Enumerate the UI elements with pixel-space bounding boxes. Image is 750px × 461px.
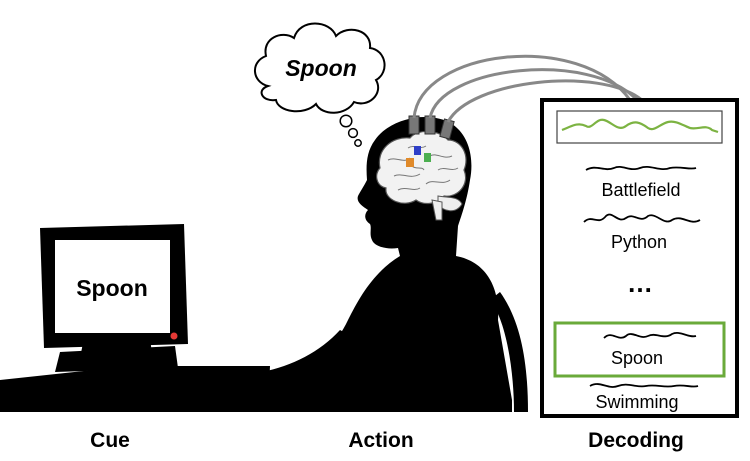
thought-word: Spoon — [285, 55, 357, 81]
monitor-screen — [55, 240, 170, 333]
caption-decoding: Decoding — [588, 429, 684, 452]
candidate-spoon: Spoon — [611, 348, 663, 368]
chair — [490, 292, 528, 412]
electrode-green — [424, 153, 431, 162]
selected-highlight — [553, 321, 726, 378]
candidate-waveform — [603, 332, 697, 339]
caption-action: Action — [348, 429, 413, 452]
monitor-base — [55, 346, 178, 372]
desk — [0, 366, 270, 412]
cables — [412, 54, 643, 123]
candidate-swimming: Swimming — [595, 392, 678, 412]
caption-cue: Cue — [90, 429, 130, 452]
electrode-orange — [406, 158, 414, 167]
candidate-python: Python — [611, 232, 667, 252]
brain — [376, 130, 467, 221]
ellipsis: … — [627, 268, 653, 298]
thought-bubble: Spoon — [254, 22, 386, 147]
electrode-blue — [414, 146, 421, 155]
power-light — [170, 332, 178, 340]
candidate-battlefield: Battlefield — [601, 180, 680, 200]
computer-setup: Spoon — [0, 224, 270, 412]
candidate-waveform — [583, 213, 701, 223]
monitor-word: Spoon — [76, 275, 148, 301]
signal-box — [556, 110, 723, 144]
decoding-panel: Battlefield Python … Spoon Swimming — [540, 98, 739, 418]
signal-trace — [561, 118, 719, 134]
electrode-connectors — [408, 115, 455, 140]
candidate-waveform — [585, 165, 697, 171]
candidate-waveform — [589, 383, 699, 388]
